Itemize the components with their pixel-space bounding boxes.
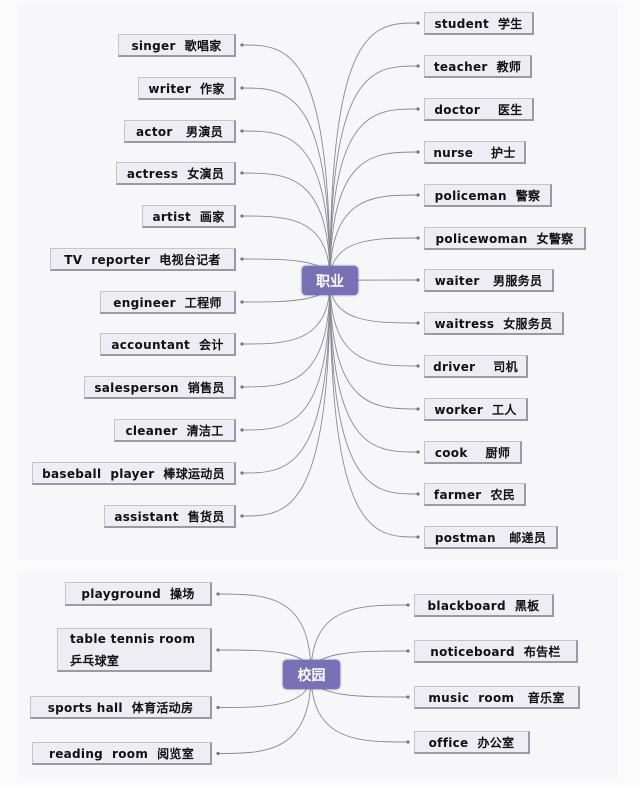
connector-dot (416, 450, 420, 454)
connector-dot (416, 321, 420, 325)
job-left-4[interactable]: artist 画家 (142, 205, 236, 228)
connector-dot (216, 751, 220, 756)
jobs-center-node[interactable]: 职业 (302, 266, 358, 295)
campus-left-1[interactable]: table tennis room 乒乓球室 (57, 628, 212, 672)
connector-dot (416, 364, 420, 368)
box-label-en: table tennis room (70, 631, 196, 646)
connector-line (329, 280, 419, 495)
connector-line (329, 280, 419, 453)
job-right-5[interactable]: policewoman 女警察 (424, 227, 586, 250)
connector-dot (240, 428, 244, 432)
connector-dot (240, 342, 244, 346)
job-right-11[interactable]: farmer 农民 (424, 483, 526, 506)
connector-dot (240, 514, 244, 518)
connector-dot (240, 385, 244, 389)
connector-line (241, 280, 331, 431)
connector-dot (240, 86, 244, 90)
connector-dot (406, 649, 410, 653)
campus-right-3[interactable]: office 办公室 (414, 731, 530, 754)
connector-line (217, 673, 312, 754)
job-left-1[interactable]: writer 作家 (138, 77, 236, 100)
connector-line (241, 280, 331, 474)
connector-dot (406, 603, 410, 607)
connector-line (241, 130, 331, 282)
connector-dot (416, 64, 420, 68)
connector-dot (416, 492, 420, 496)
connector-line (310, 673, 409, 743)
connector-dot (416, 236, 420, 240)
connector-dot (416, 407, 420, 411)
connector-dot (416, 193, 420, 197)
connector-dot (240, 257, 244, 261)
job-right-10[interactable]: cook 厨师 (424, 441, 522, 464)
job-left-7[interactable]: accountant 会计 (100, 333, 236, 356)
connector-line (241, 280, 331, 388)
connector-line (217, 593, 312, 675)
connector-dot (416, 150, 420, 154)
job-left-0[interactable]: singer 歌唱家 (118, 34, 236, 57)
job-right-3[interactable]: nurse 护士 (424, 141, 526, 164)
connector-dot (240, 171, 244, 175)
connector-line (241, 172, 331, 282)
job-left-10[interactable]: baseball player 棒球运动员 (32, 462, 236, 485)
campus-right-0[interactable]: blackboard 黑板 (414, 594, 554, 617)
connector-line (329, 194, 419, 282)
connector-line (241, 87, 331, 282)
job-right-2[interactable]: doctor 医生 (424, 98, 534, 121)
connector-dot (416, 21, 420, 25)
job-right-8[interactable]: driver 司机 (424, 355, 528, 378)
connector-line (241, 280, 331, 345)
box-label-zh: 乒乓球室 (70, 653, 120, 668)
connector-line (241, 215, 331, 282)
job-right-0[interactable]: student 学生 (424, 12, 534, 35)
job-left-3[interactable]: actress 女演员 (116, 162, 236, 185)
campus-right-2[interactable]: music room 音乐室 (414, 686, 580, 709)
campus-center-node[interactable]: 校园 (283, 660, 340, 689)
connector-line (329, 280, 419, 538)
connector-dot (240, 471, 244, 475)
connector-dot (216, 648, 220, 652)
campus-left-3[interactable]: reading room 阅览室 (32, 742, 212, 765)
job-left-5[interactable]: TV reporter 电视台记者 (50, 248, 236, 271)
connector-dot (416, 535, 420, 539)
connector-line (329, 280, 419, 367)
connector-line (329, 22, 419, 282)
connector-dot (416, 107, 420, 111)
job-right-12[interactable]: postman 邮递员 (424, 526, 558, 549)
job-left-8[interactable]: salesperson 销售员 (84, 376, 236, 399)
job-left-2[interactable]: actor 男演员 (124, 120, 236, 143)
connector-line (241, 280, 331, 517)
connector-dot (406, 695, 410, 699)
connector-dot (406, 740, 410, 744)
job-right-7[interactable]: waitress 女服务员 (424, 312, 564, 335)
job-left-6[interactable]: engineer 工程师 (100, 291, 236, 314)
job-right-9[interactable]: worker 工人 (424, 398, 528, 421)
connector-line (241, 44, 331, 282)
connector-line (329, 151, 419, 282)
connector-dot (240, 129, 244, 133)
connector-line (329, 108, 419, 282)
connector-dot (216, 592, 220, 596)
job-left-9[interactable]: cleaner 清洁工 (114, 419, 236, 442)
job-right-4[interactable]: policeman 警察 (424, 184, 552, 207)
connector-dot (216, 705, 220, 710)
campus-left-2[interactable]: sports hall 体育活动房 (30, 696, 212, 719)
connector-dot (240, 300, 244, 304)
job-right-1[interactable]: teacher 教师 (424, 55, 532, 78)
connector-line (329, 280, 419, 410)
campus-right-1[interactable]: noticeboard 布告栏 (414, 640, 578, 663)
connector-line (329, 65, 419, 282)
campus-left-0[interactable]: playground 操场 (65, 582, 212, 606)
job-right-6[interactable]: waiter 男服务员 (424, 269, 554, 292)
connector-dot (240, 43, 244, 47)
connector-dot (416, 278, 420, 282)
connector-dot (240, 214, 244, 218)
job-left-11[interactable]: assistant 售货员 (104, 505, 236, 528)
connector-line (310, 604, 409, 675)
